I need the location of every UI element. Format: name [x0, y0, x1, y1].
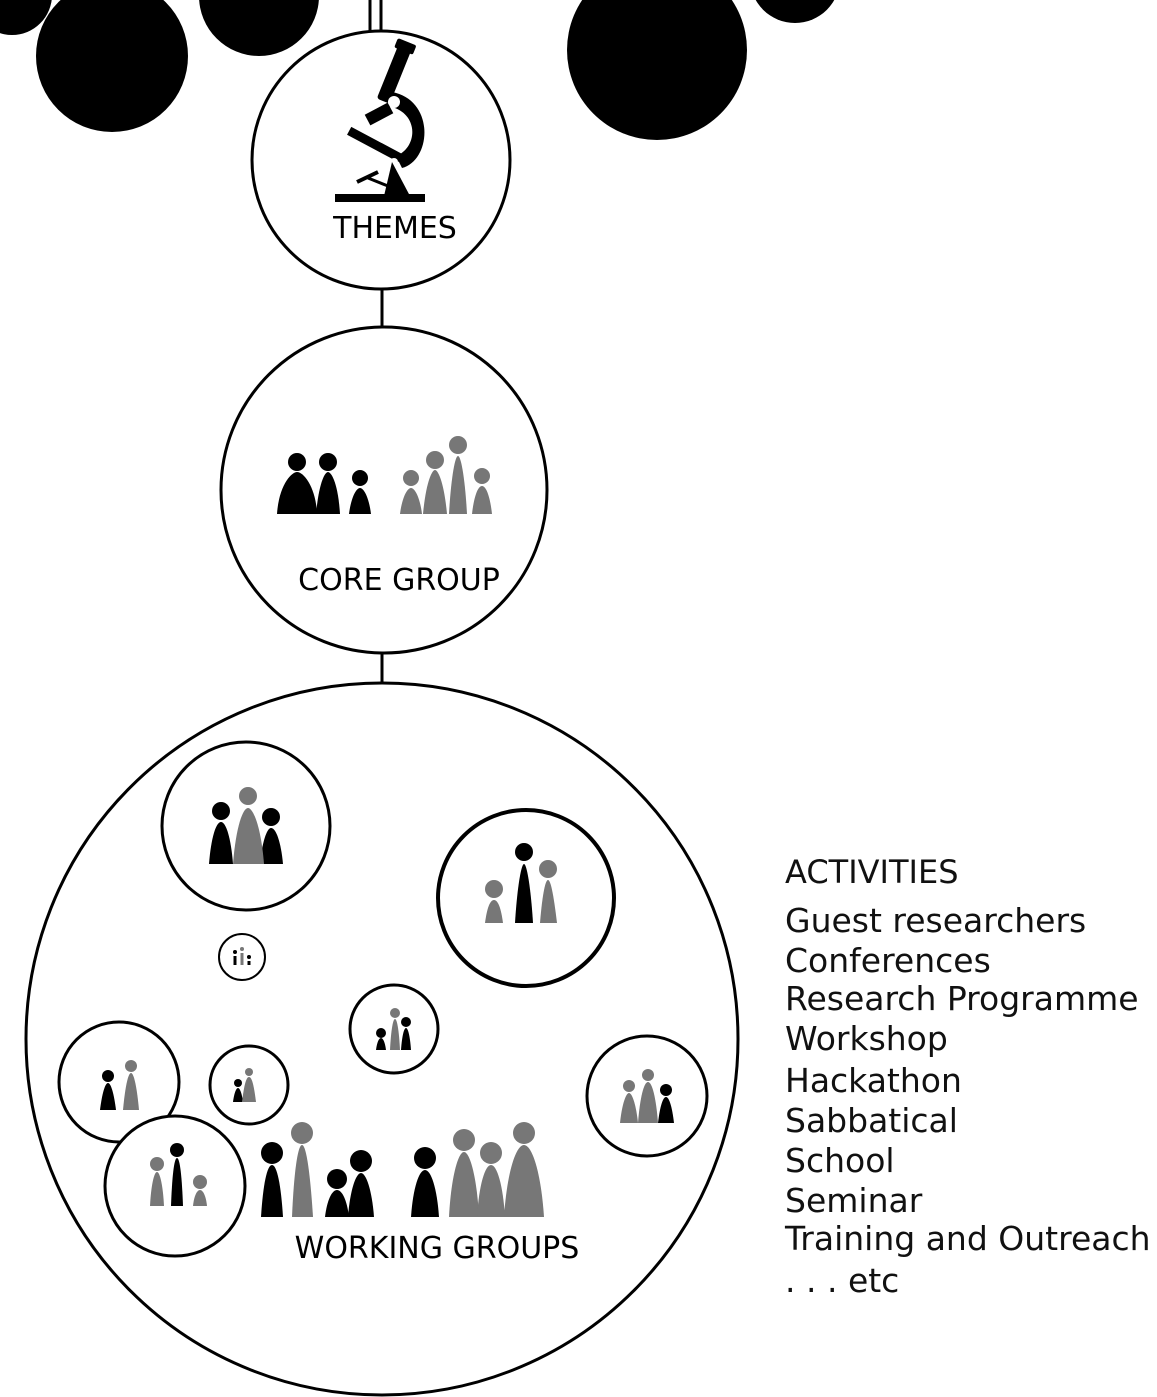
themes-node: THEMES	[250, 29, 512, 291]
working-groups-label: WORKING GROUPS	[295, 1231, 580, 1266]
dark-circle	[199, 0, 319, 56]
activity-item: Guest researchers	[785, 901, 1086, 940]
activities-list: ACTIVITIES Guest researchers Conferences…	[784, 853, 1151, 1300]
connectors	[368, 0, 384, 685]
decorative-circles	[0, 0, 835, 140]
activities-title: ACTIVITIES	[785, 853, 959, 891]
activity-item: Conferences	[785, 941, 991, 980]
working-groups-node: WORKING GROUPS	[24, 681, 740, 1397]
activity-item: Training and Outreach	[784, 1219, 1151, 1258]
activity-item: Research Programme	[785, 979, 1139, 1018]
people-group-icon	[261, 1122, 544, 1217]
dark-circle	[567, 0, 747, 140]
dark-circle	[36, 0, 188, 132]
themes-label: THEMES	[332, 211, 457, 246]
people-group-icon	[277, 436, 492, 514]
working-group-circle	[208, 1044, 290, 1126]
microscope-icon	[335, 38, 425, 202]
activity-item: Seminar	[785, 1181, 923, 1220]
working-group-circle	[160, 740, 332, 912]
working-group-circle	[585, 1034, 709, 1158]
core-group-node: CORE GROUP	[219, 325, 549, 655]
working-group-circle	[436, 808, 616, 988]
dark-circle	[755, 0, 835, 23]
activity-item: Workshop	[785, 1019, 948, 1058]
activity-item: Sabbatical	[785, 1101, 958, 1140]
core-group-label: CORE GROUP	[298, 563, 500, 598]
themes-circle	[250, 29, 512, 291]
dark-circle	[0, 0, 52, 35]
activity-item: . . . etc	[785, 1261, 899, 1300]
activity-item: School	[785, 1141, 895, 1180]
activity-item: Hackathon	[785, 1061, 962, 1100]
working-group-circle	[348, 983, 440, 1075]
working-group-circle	[218, 933, 266, 981]
core-group-circle	[219, 325, 549, 655]
working-group-circle	[103, 1114, 247, 1258]
